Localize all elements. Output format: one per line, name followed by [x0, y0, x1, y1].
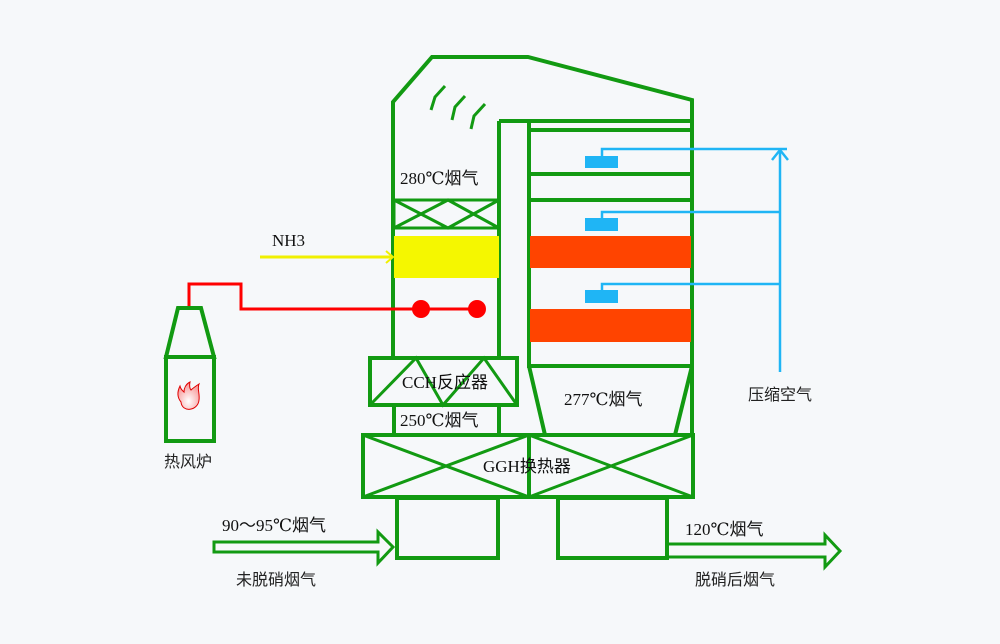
mixer-x	[393, 198, 500, 230]
air-line-2	[600, 210, 780, 218]
flow-mark-1	[429, 84, 447, 111]
right-column	[527, 119, 694, 368]
label-heater: 热风炉	[164, 452, 212, 471]
flow-mark-2	[450, 94, 467, 121]
hot-air-nozzle-2	[468, 300, 486, 318]
label-flue-277: 277℃烟气	[564, 390, 643, 409]
label-inlet-temp: 90～95℃烟气	[222, 516, 326, 535]
hot-air-line	[187, 282, 477, 311]
hot-air-nozzle-1	[412, 300, 430, 318]
ggh-x-left-2	[362, 433, 530, 499]
air-nozzle-3	[585, 290, 618, 303]
air-line-1	[600, 147, 787, 156]
nh3-arrowhead	[385, 250, 395, 264]
heater-band-1	[530, 236, 691, 268]
nh3-injection-zone	[394, 236, 499, 278]
outlet-box	[556, 496, 669, 560]
flow-mark-3	[469, 102, 487, 130]
label-outlet-temp: 120℃烟气	[685, 520, 764, 539]
label-inlet-desc: 未脱硝烟气	[236, 570, 316, 589]
label-flue-250: 250℃烟气	[400, 411, 479, 430]
outlet-arrow	[665, 531, 843, 571]
heater-band-2	[530, 309, 691, 342]
mixer-grid	[392, 198, 501, 230]
heater-body	[164, 355, 216, 443]
flame-icon	[177, 381, 201, 410]
air-line-3	[600, 282, 780, 290]
label-cch-reactor: CCH反应器	[402, 373, 488, 392]
label-outlet-desc: 脱硝后烟气	[695, 570, 775, 589]
inlet-arrow	[212, 528, 396, 567]
label-ggh: GGH换热器	[483, 457, 571, 476]
ggh-x-right-2	[528, 433, 694, 499]
air-arrowhead	[771, 147, 789, 161]
cch-diag	[368, 355, 519, 408]
mixer-x-2	[393, 198, 500, 230]
label-flue-280: 280℃烟气	[400, 169, 479, 188]
inlet-box	[395, 496, 500, 560]
heater-hood	[163, 306, 217, 359]
air-nozzle-1	[585, 156, 618, 168]
label-compressed-air: 压缩空气	[748, 385, 812, 404]
label-nh3: NH3	[272, 231, 305, 250]
air-nozzle-2	[585, 218, 618, 231]
